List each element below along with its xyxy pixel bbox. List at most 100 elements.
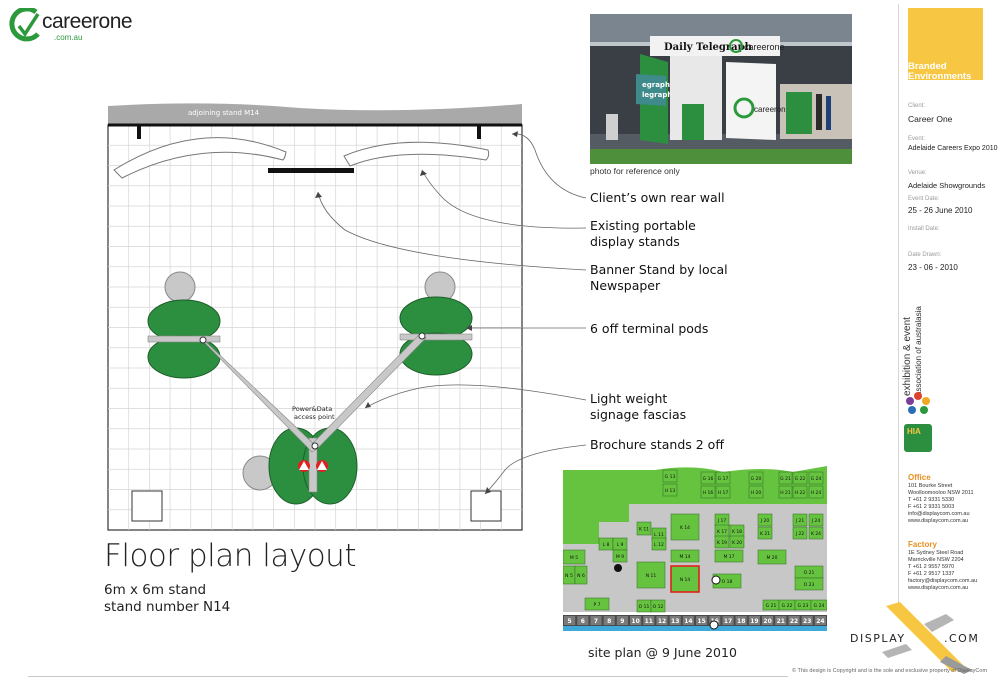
row-number-cell xyxy=(590,616,602,625)
access-point-label: access point xyxy=(294,413,335,421)
address-line: www.displaycom.com.au xyxy=(908,585,969,591)
address-line: factory@displaycom.com.au xyxy=(908,578,978,584)
eea-wordmark: exhibition & event association of austra… xyxy=(902,300,928,396)
site-stand-label: L 9 xyxy=(617,542,624,548)
client-value: Career One xyxy=(908,114,953,124)
site-stand xyxy=(715,471,731,485)
photo-caption: photo for reference only xyxy=(590,166,680,176)
site-stand-label: G 16 xyxy=(703,476,714,482)
callout-brochure: Brochure stands 2 off xyxy=(590,437,724,453)
leader-rear-wall xyxy=(511,133,587,199)
site-stand-label: J 21 xyxy=(795,518,805,524)
date-drawn-label: Date Drawn: xyxy=(908,252,942,258)
row-number-cell xyxy=(682,616,694,625)
fascia-joint xyxy=(311,442,319,450)
site-stand-label: G 13 xyxy=(665,474,676,480)
site-stand-label: N 14 xyxy=(680,577,691,583)
callout-terminal-pods: 6 off terminal pods xyxy=(590,321,708,337)
logo-wordmark: careerone xyxy=(42,10,133,33)
callout-text: display stands xyxy=(590,234,680,249)
site-stand-label: N 5 xyxy=(565,573,573,579)
leader-banner-stand xyxy=(317,191,587,271)
address-line: Marrickville NSW 2204 xyxy=(908,557,964,563)
photo-panel-brand: careerone xyxy=(754,105,791,114)
row-number-cell xyxy=(643,616,655,625)
site-stand-label: L 8 xyxy=(603,542,610,548)
leader-display-stands xyxy=(421,169,587,229)
event-date-label: Event Date: xyxy=(908,196,940,202)
event-label: Event: xyxy=(908,136,926,142)
site-stand xyxy=(778,471,793,485)
photo-sign-text: Daily Telegraph xyxy=(664,42,753,53)
row-number-cell xyxy=(603,616,615,625)
site-stand xyxy=(757,513,773,527)
callout-text: Existing portable xyxy=(590,218,696,233)
booth-photo-illustration: Daily Telegraph careerone egraph legraph… xyxy=(590,14,852,164)
logo-domain: .com.au xyxy=(54,33,83,42)
address-line: www.displaycom.com.au xyxy=(908,518,969,524)
photo-side-text-2: legraph xyxy=(642,91,672,99)
site-stand-label: K 19 xyxy=(717,540,727,546)
address-line: 101 Bourke Street xyxy=(908,483,953,489)
row-number-cell xyxy=(564,616,576,625)
site-stand-label: G 21 xyxy=(780,476,791,482)
site-stand-label: J 20 xyxy=(760,518,770,524)
site-stand xyxy=(670,513,700,541)
rear-wall-post-left xyxy=(137,125,141,139)
site-stand-label: G 22 xyxy=(782,603,793,609)
row-number-cell xyxy=(669,616,681,625)
site-plan-caption: site plan @ 9 June 2010 xyxy=(588,645,737,660)
row-number-label: 20 xyxy=(763,618,771,625)
title-panel xyxy=(898,4,999,604)
stand-size: 6m x 6m stand xyxy=(104,582,207,598)
site-stand-label: H 21 xyxy=(780,490,791,496)
site-stand xyxy=(714,535,730,549)
careerone-logo: careerone .com.au xyxy=(8,8,148,44)
address-line: 1E Sydney Steel Road xyxy=(908,550,964,556)
site-stand-label: M 5 xyxy=(570,555,578,561)
pod-connector xyxy=(399,333,473,341)
office-title: Office xyxy=(908,473,931,482)
install-date-label: Install Date: xyxy=(908,226,940,232)
power-data-label: Power&Data xyxy=(292,405,332,413)
callout-rear-wall: Client’s own rear wall xyxy=(590,190,725,206)
site-stand xyxy=(636,521,652,536)
row-number-cell xyxy=(656,616,668,625)
site-stand xyxy=(748,471,764,485)
photo-brand-text: careerone xyxy=(744,42,785,52)
event-date-value: 25 - 26 June 2010 xyxy=(908,206,973,215)
row-number-label: 24 xyxy=(816,618,824,625)
banner-stand xyxy=(268,168,354,173)
site-stand xyxy=(808,485,824,499)
info-icon-bottom xyxy=(709,620,719,630)
site-stand xyxy=(792,471,808,485)
site-stand-label: O 11 xyxy=(639,604,650,610)
site-stand-label: G 21 xyxy=(766,603,777,609)
site-stand-label: N 6 xyxy=(577,573,585,579)
site-stand xyxy=(810,599,827,611)
row-number-cell xyxy=(775,616,787,625)
terminal-pod-right-group xyxy=(399,271,473,376)
address-line: T +61 2 9557 5970 xyxy=(908,564,955,570)
row-number-label: 14 xyxy=(684,618,692,625)
eea-line: exhibition & event xyxy=(902,317,913,396)
callout-text: Newspaper xyxy=(590,278,661,293)
green-area-mid xyxy=(599,504,629,522)
site-stand-label: O 21 xyxy=(804,570,815,576)
callout-text: 6 off terminal pods xyxy=(590,321,709,336)
site-stand xyxy=(757,549,787,565)
eea-ring-icon xyxy=(906,392,930,414)
fascia-joint xyxy=(199,336,207,344)
callout-banner-stand: Banner Stand by local Newspaper xyxy=(590,262,728,294)
row-number-cell xyxy=(577,616,589,625)
fascia-joint xyxy=(418,332,426,340)
hia-logo: HIA xyxy=(904,424,932,452)
portable-display-stand-left xyxy=(113,137,287,179)
floor-plan-diagram: adjoining stand M14 Power&Data access po… xyxy=(107,103,523,531)
eea-line: association of australasia xyxy=(914,306,923,396)
site-stand-label: M 9 xyxy=(616,554,624,560)
site-stand xyxy=(748,485,764,499)
row-number-label: 18 xyxy=(737,618,745,625)
